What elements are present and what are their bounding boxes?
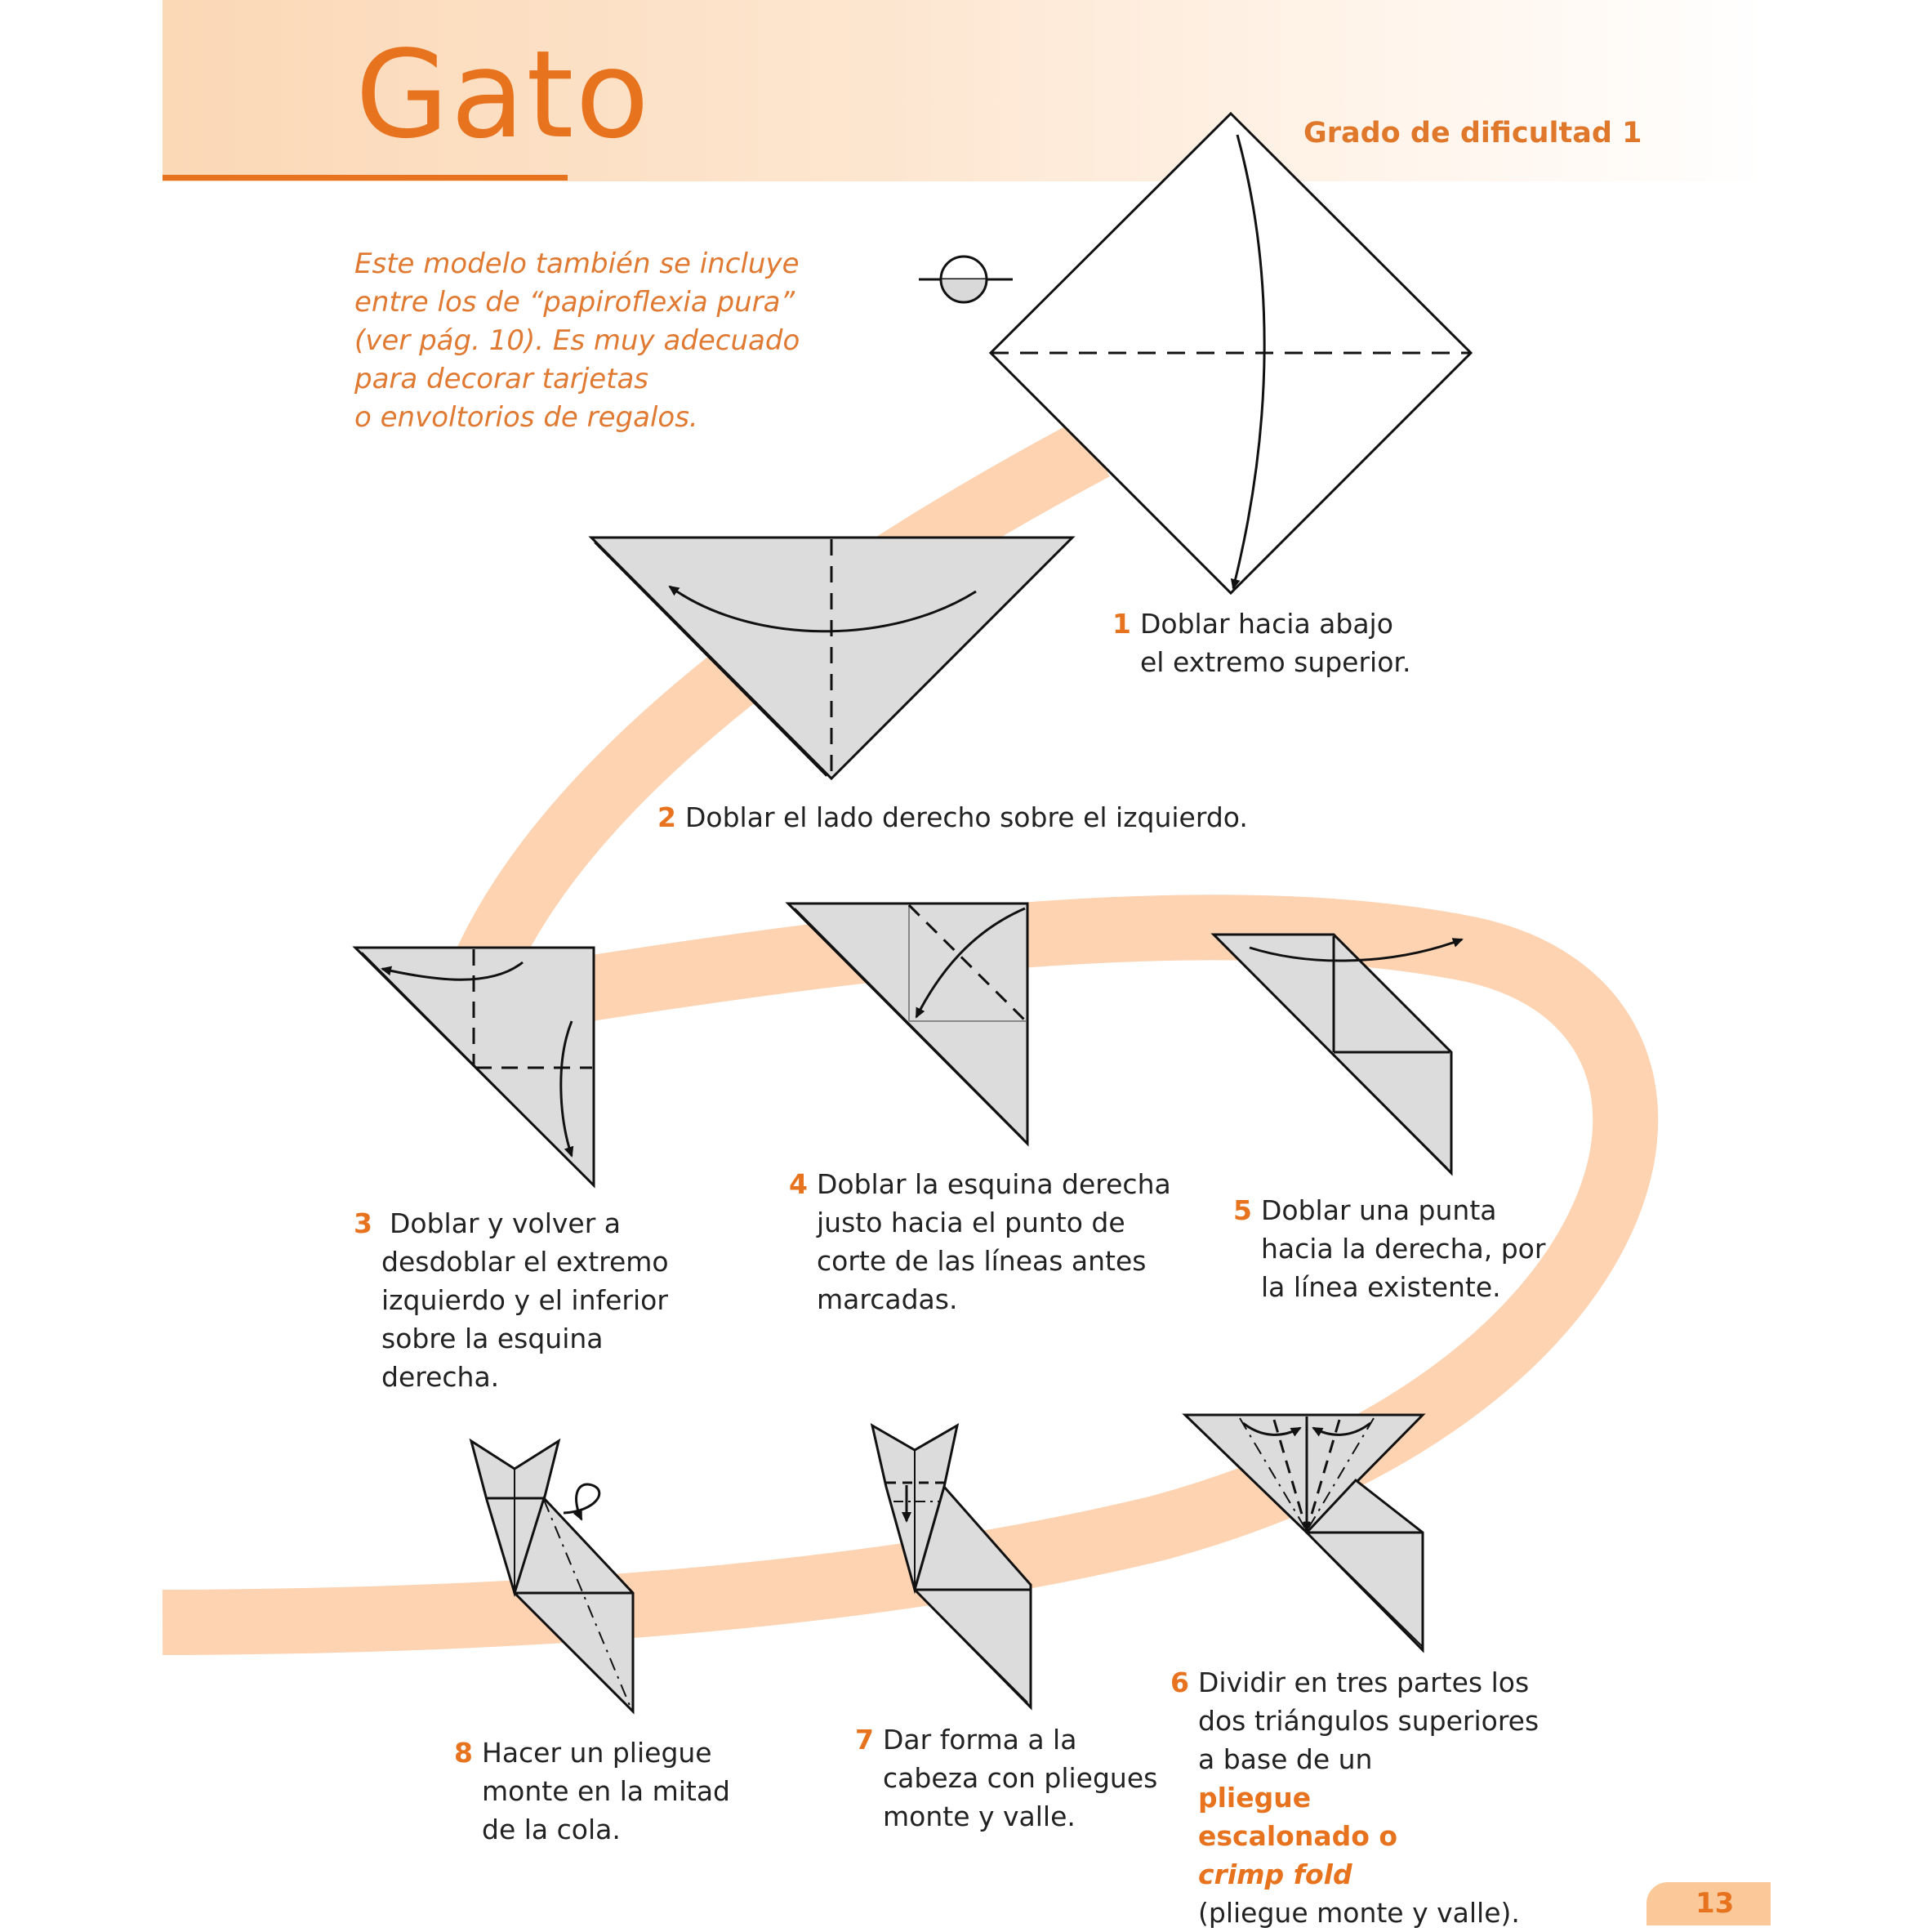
- step-number: 5: [1233, 1194, 1252, 1226]
- step-line: monte en la mitad: [482, 1775, 730, 1807]
- fold-arrow-icon: [668, 585, 977, 633]
- step-line: corte de las líneas antes: [817, 1245, 1147, 1277]
- crimp-fold-term: crimp fold: [1198, 1858, 1352, 1890]
- fold-arrow-icon: [1242, 1421, 1302, 1437]
- page-number-tab: [1646, 1882, 1771, 1925]
- step-line: Doblar el lado derecho sobre el izquierd…: [685, 801, 1248, 833]
- crimp-highlight: escalonado o: [1198, 1820, 1398, 1852]
- step-line: (pliegue monte y valle).: [1198, 1897, 1520, 1929]
- fold-arrow-icon: [1312, 1421, 1371, 1437]
- step-7-text: 7 Dar forma a la cabeza con pliegues mon…: [855, 1720, 1157, 1836]
- step-number: 7: [855, 1724, 874, 1756]
- intro-line: entre los de “papiroflexia pura”: [354, 286, 795, 319]
- step-number: 1: [1112, 608, 1131, 640]
- step-6-text: 6 Dividir en tres partes los dos triángu…: [1170, 1663, 1539, 1932]
- step6-diagram: [1182, 1413, 1426, 1653]
- fold-arrow-icon: [915, 907, 1026, 1019]
- step-line-part: a base de un: [1198, 1743, 1373, 1775]
- step-line: Doblar la esquina derecha: [817, 1168, 1171, 1200]
- step-2-text: 2 Doblar el lado derecho sobre el izquie…: [657, 798, 1248, 837]
- intro-line: (ver pág. 10). Es muy adecuado: [354, 324, 800, 357]
- step7-cat-diagram: [870, 1422, 1032, 1711]
- page-number: 13: [1696, 1887, 1735, 1920]
- intro-line: o envoltorios de regalos.: [354, 401, 698, 434]
- step3-triangle-diagram: [352, 946, 595, 1189]
- step-line: a base de un pliegue: [1198, 1740, 1539, 1817]
- intro-line: para decorar tarjetas: [354, 363, 649, 395]
- step-line: dos triángulos superiores: [1198, 1705, 1540, 1737]
- step4-triangle-diagram: [785, 902, 1029, 1147]
- step-line: la línea existente.: [1261, 1271, 1501, 1303]
- step-line: Dividir en tres partes los: [1198, 1667, 1530, 1698]
- step-line: el extremo superior.: [1140, 646, 1411, 678]
- step-number: 4: [789, 1168, 808, 1200]
- step-line: Hacer un pliegue: [482, 1737, 712, 1769]
- fold-arrow-icon: [1249, 938, 1464, 962]
- step-line: Doblar y volver a: [390, 1207, 622, 1239]
- step-line: marcadas.: [817, 1283, 958, 1315]
- step-line: Doblar hacia abajo: [1140, 608, 1393, 640]
- step-line: hacia la derecha, por: [1261, 1233, 1546, 1265]
- step-line: cabeza con pliegues: [883, 1762, 1158, 1794]
- step-line: Dar forma a la: [883, 1724, 1077, 1756]
- step-line: desdoblar el extremo: [381, 1246, 669, 1278]
- fold-arrow-icon: [381, 961, 524, 981]
- step-line: derecha.: [381, 1361, 500, 1393]
- crimp-highlight: pliegue: [1198, 1782, 1312, 1814]
- step5-diagram: [1210, 933, 1464, 1176]
- difficulty-label: Grado de dificultad 1: [1303, 117, 1642, 149]
- fold-arrow-icon: [1230, 134, 1266, 590]
- ribbon-path: [162, 418, 1659, 1655]
- fold-arrow-icon: [563, 1483, 601, 1521]
- step8-cat-diagram: [469, 1438, 635, 1715]
- step-line: escalonado o crimp fold: [1198, 1817, 1539, 1894]
- step-8-text: 8 Hacer un pliegue monte en la mitad de …: [454, 1733, 730, 1849]
- step-5-text: 5 Doblar una punta hacia la derecha, por…: [1233, 1191, 1545, 1306]
- step1-square-diagram: [988, 111, 1473, 596]
- fold-arrow-icon: [559, 1020, 574, 1158]
- step-1-text: 1 Doblar hacia abajo el extremo superior…: [1112, 605, 1410, 681]
- step-number: 8: [454, 1737, 473, 1769]
- step-line: justo hacia el punto de: [817, 1207, 1125, 1238]
- step-number: 3: [354, 1207, 372, 1239]
- paper-side-symbol-icon: [919, 255, 1013, 304]
- step-line: sobre la esquina: [381, 1323, 604, 1354]
- step-line: Doblar una punta: [1261, 1194, 1497, 1226]
- step-line: monte y valle.: [883, 1800, 1076, 1832]
- step-3-text: 3 Doblar y volver a desdoblar el extremo…: [354, 1204, 669, 1396]
- intro-line: Este modelo también se incluye: [354, 248, 800, 280]
- step2-triangle-diagram: [588, 536, 1076, 781]
- step-4-text: 4 Doblar la esquina derecha justo hacia …: [789, 1165, 1171, 1318]
- step-line: de la cola.: [482, 1814, 621, 1845]
- step-number: 2: [657, 801, 676, 833]
- header-band: [163, 0, 1767, 181]
- step-line: izquierdo y el inferior: [381, 1284, 668, 1316]
- step-number: 6: [1170, 1667, 1189, 1698]
- intro-text: Este modelo también se incluye entre los…: [354, 245, 812, 437]
- page-title: Gato: [355, 25, 651, 165]
- title-underline: [163, 175, 568, 181]
